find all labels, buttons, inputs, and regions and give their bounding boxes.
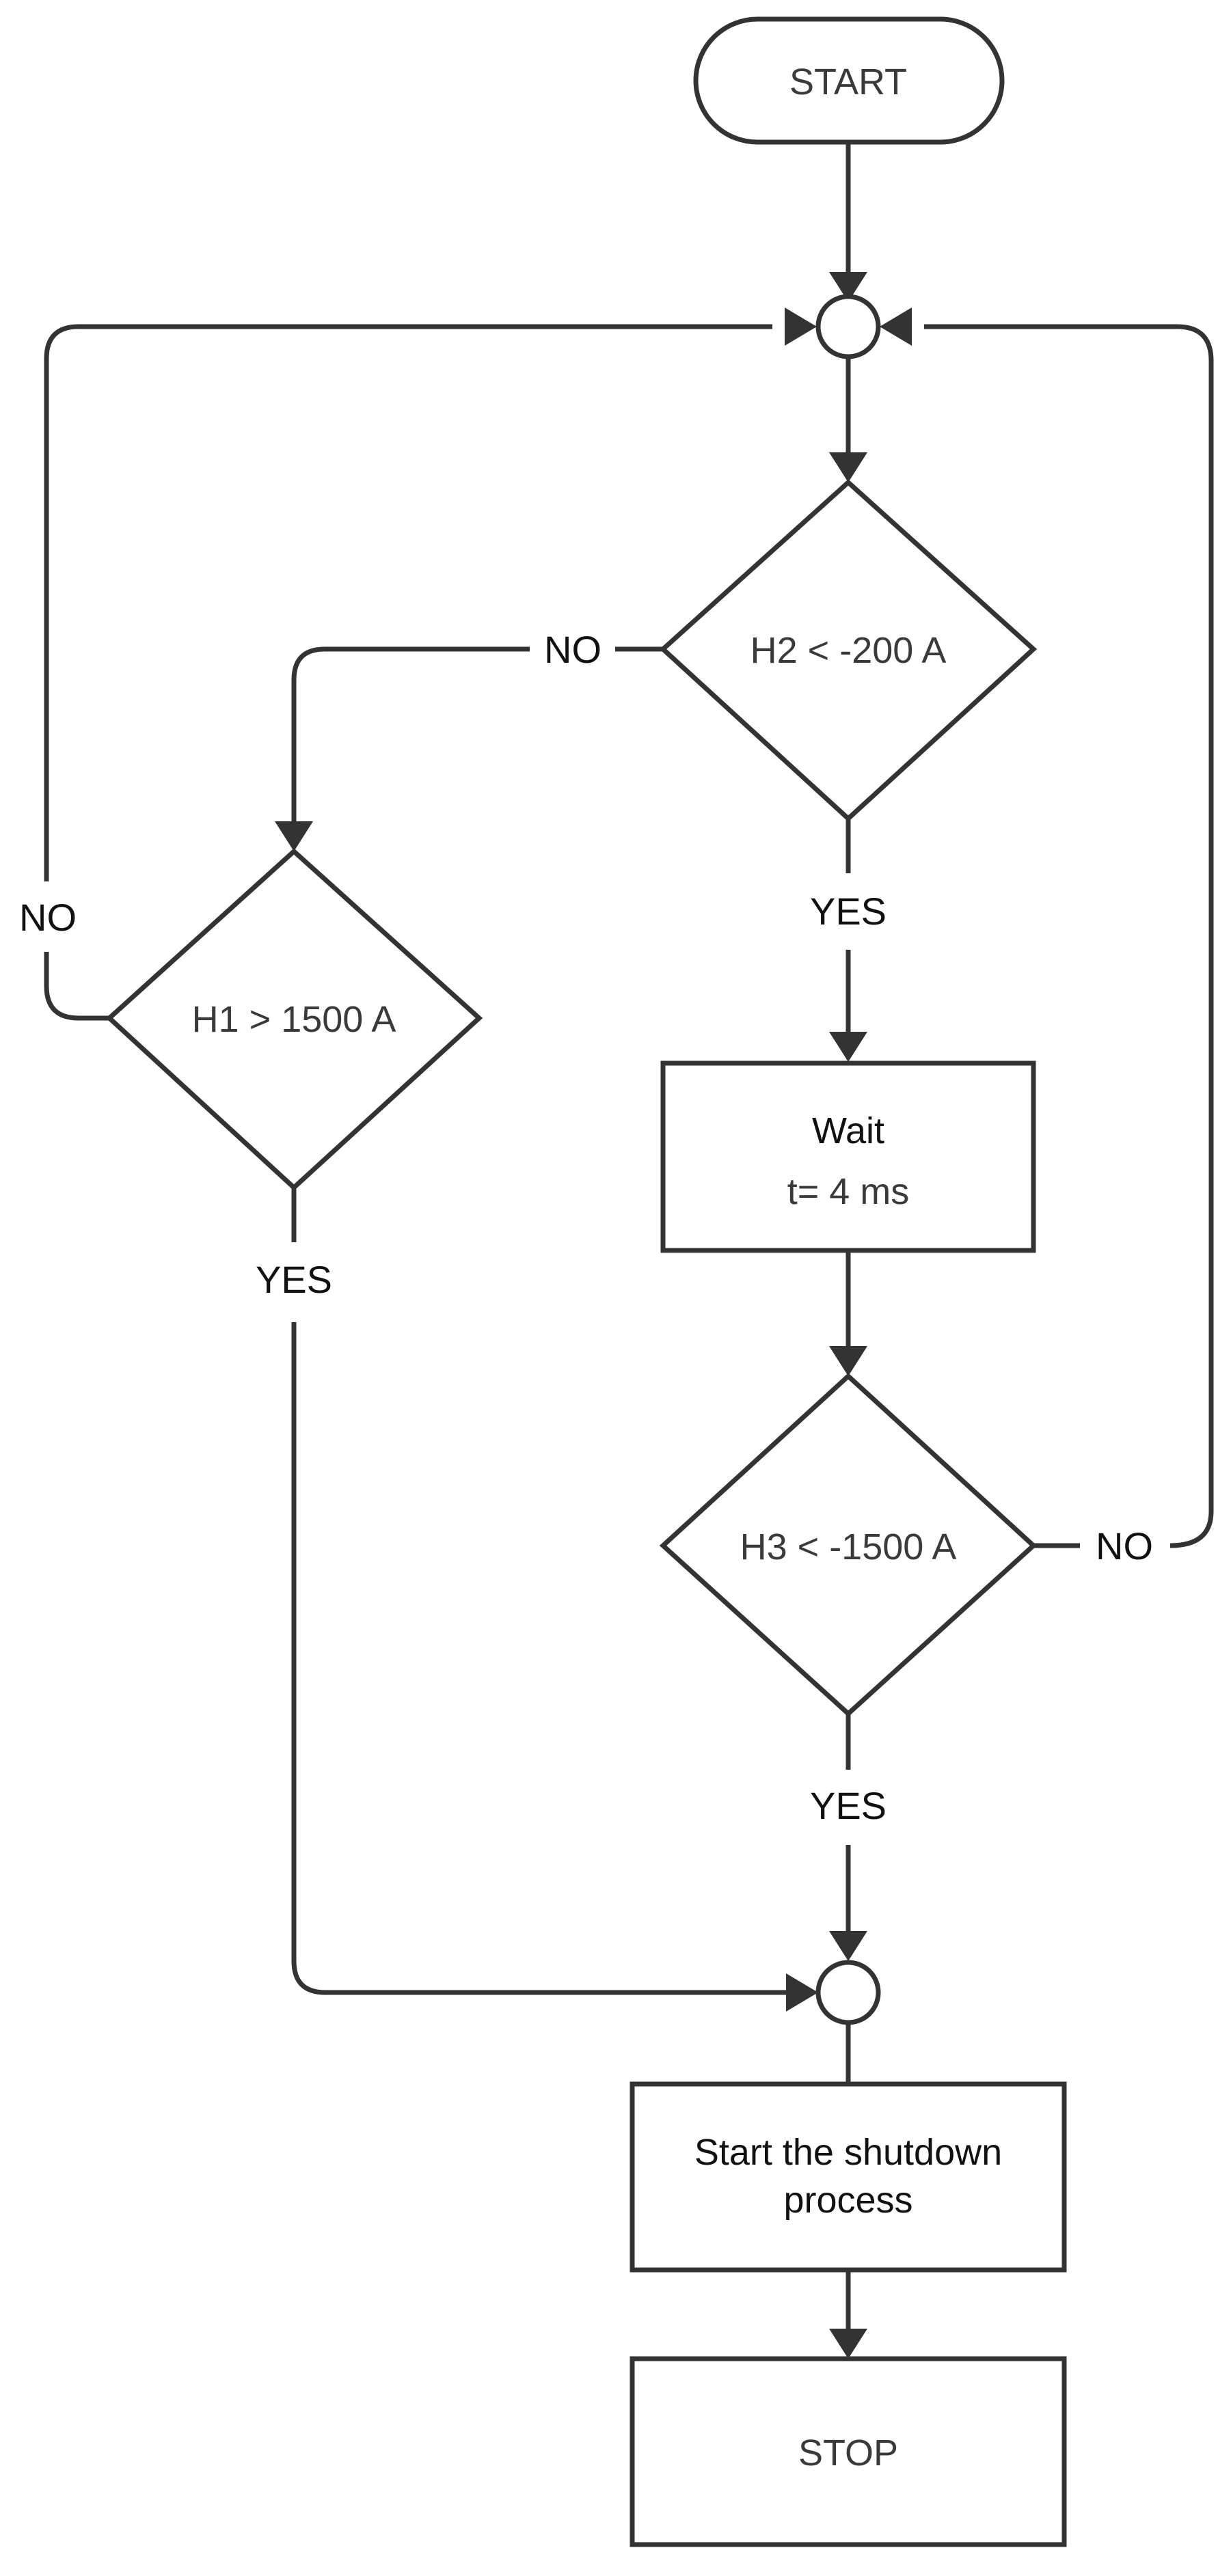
h2-yes-label: YES [810, 890, 887, 933]
arrow-down-to-bottom-junction [829, 1931, 867, 1961]
decision-h3-label: H3 < -1500 A [740, 1526, 957, 1567]
bottom-junction [815, 1960, 881, 2025]
arrowheads [275, 272, 912, 2359]
h3-no-label: NO [1096, 1524, 1153, 1567]
connectors [44, 143, 1214, 2330]
arrow-down-to-h2 [829, 452, 867, 482]
start-label: START [789, 61, 907, 102]
h3-yes-label: YES [810, 1784, 887, 1827]
connector-h3-no-loop [924, 324, 1214, 1548]
shutdown-node: Start the shutdown process [630, 2081, 1067, 2273]
arrow-right-to-top-junction [785, 307, 817, 346]
arrow-down-to-wait [829, 1032, 867, 1062]
connector-h1-no-loop-up [44, 324, 772, 881]
stop-label: STOP [798, 2433, 898, 2474]
h2-no-label: NO [544, 628, 601, 671]
wait-title: Wait [812, 1110, 884, 1151]
stop-node: STOP [630, 2356, 1067, 2547]
decision-h2: H2 < -200 A [659, 479, 1038, 822]
wait-node: Wait t= 4 ms [660, 1060, 1036, 1253]
connector-h1-yes-to-junction [291, 1322, 786, 1995]
top-junction [815, 294, 881, 359]
arrow-right-to-bottom-junction [786, 1973, 818, 2012]
connector-h1-no-loop [44, 952, 109, 1021]
h1-yes-label: YES [256, 1258, 332, 1301]
arrow-down-to-stop [829, 2329, 867, 2359]
decision-h1-label: H1 > 1500 A [192, 999, 396, 1040]
decision-h1: H1 > 1500 A [105, 848, 483, 1191]
start-node: START [693, 16, 1005, 145]
shutdown-line2: process [783, 2180, 912, 2221]
decision-h3: H3 < -1500 A [659, 1373, 1038, 1717]
shutdown-line1: Start the shutdown [694, 2132, 1002, 2173]
arrow-down-to-top-junction [829, 272, 867, 302]
arrow-down-to-h3 [829, 1346, 867, 1376]
connector-h2-no-to-h1 [291, 646, 530, 827]
wait-time: t= 4 ms [787, 1171, 910, 1212]
decision-h2-label: H2 < -200 A [750, 630, 947, 671]
arrow-down-to-h1 [275, 821, 313, 851]
arrow-left-to-top-junction [880, 307, 912, 346]
h1-no-label: NO [19, 896, 77, 939]
edge-labels: NO YES NO YES NO YES [19, 628, 1153, 1827]
